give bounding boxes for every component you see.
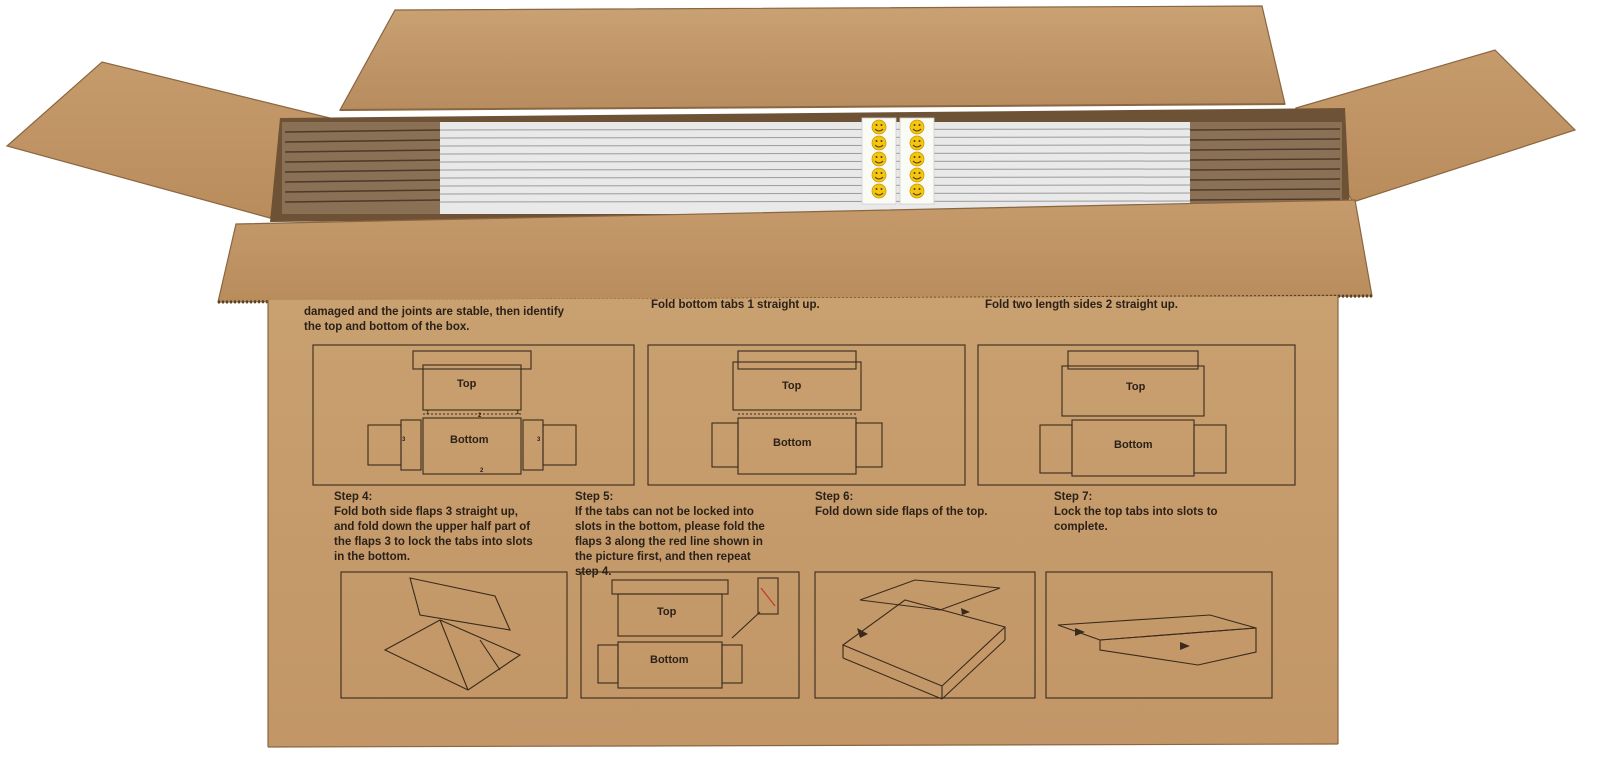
smiley-sticker-strips <box>861 117 935 205</box>
step3-instruction: Fold two length sides 2 straight up. <box>985 299 1178 311</box>
back-flap <box>338 5 1286 111</box>
step7-title: Step 7: <box>1054 491 1093 503</box>
diagram-number-label: 3 <box>537 437 541 443</box>
diagram-label-bottom: Bottom <box>773 437 812 449</box>
diagram-number-label: 1 <box>516 410 520 416</box>
diagram-number-label: 2 <box>478 413 482 419</box>
diagram-label-top: Top <box>782 380 802 392</box>
diagram-label-bottom: Bottom <box>650 654 689 666</box>
diagram-number-label: 2 <box>480 468 484 474</box>
step5-title: Step 5: <box>575 491 614 503</box>
diagram-number-label: 3 <box>402 437 406 443</box>
step4-title: Step 4: <box>334 491 373 503</box>
step7-instruction: Lock the top tabs into slots to complete… <box>1054 506 1218 533</box>
diagram-label-bottom: Bottom <box>450 434 489 446</box>
diagram-label-bottom: Bottom <box>1114 439 1153 451</box>
diagram-label-top: Top <box>657 606 677 618</box>
diagram-number-label: 1 <box>426 410 430 416</box>
flat-mailer-stack <box>282 122 1342 214</box>
step2-instruction: Fold bottom tabs 1 straight up. <box>651 299 820 311</box>
step6-title: Step 6: <box>815 491 854 503</box>
box-front-face <box>268 296 1338 747</box>
step5-instruction: If the tabs can not be locked into slots… <box>575 506 765 578</box>
diagram-label-top: Top <box>1126 381 1146 393</box>
step1-instruction: damaged and the joints are stable, then … <box>304 306 565 333</box>
diagram-label-top: Top <box>457 378 477 390</box>
step4-instruction: Fold both side flaps 3 straight up, and … <box>334 506 533 563</box>
step6-instruction: Fold down side flaps of the top. <box>815 506 988 518</box>
